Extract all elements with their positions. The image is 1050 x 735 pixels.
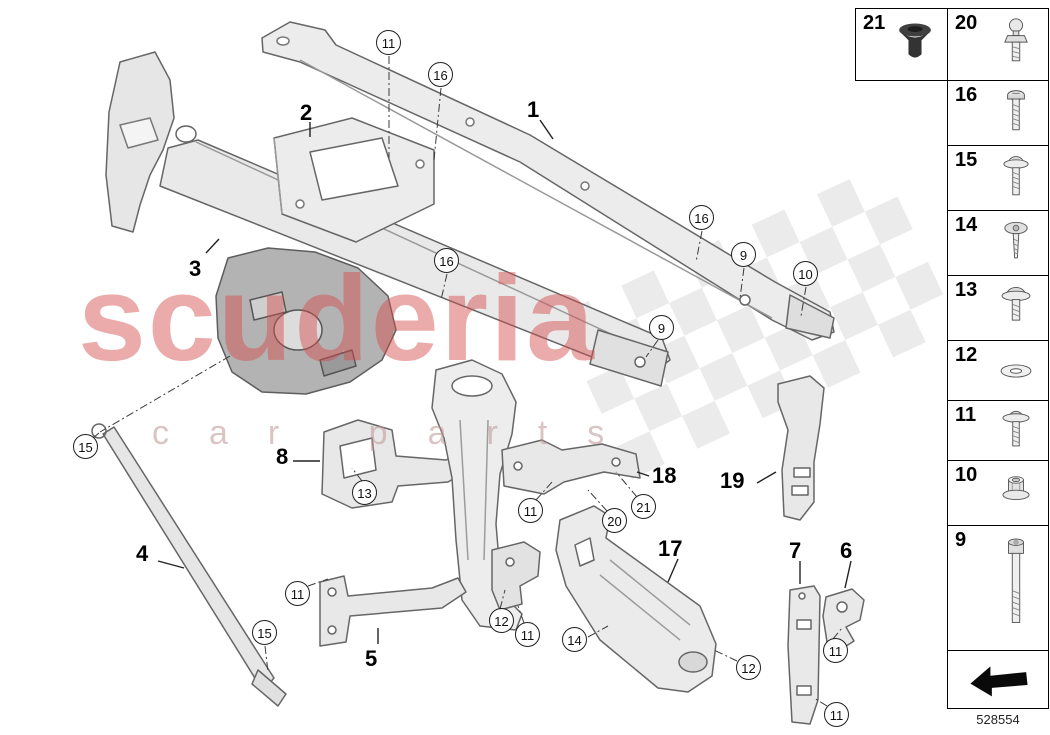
legend-item-12[interactable]: 12 [947,340,1049,401]
legend-item-11[interactable]: 11 [947,400,1049,461]
dome-screw-washer-icon [1001,287,1031,321]
part-label-3[interactable]: 3 [189,256,202,281]
part-label-18[interactable]: 18 [652,463,677,488]
legend-number: 21 [863,12,886,34]
fastener-callout-13[interactable]: 13 [352,480,377,505]
legend-item-10[interactable]: 10 [947,460,1049,526]
legend-number: 9 [955,529,967,551]
fastener-callout-11[interactable]: 11 [824,702,849,727]
legend-number: 11 [955,404,977,426]
legend-number: 14 [955,214,978,236]
fastener-callout-21[interactable]: 21 [631,494,656,519]
fastener-callout-11[interactable]: 11 [376,30,401,55]
legend-number: 15 [955,149,978,171]
watermark-title: scuderia [78,250,596,386]
fastener-callout-9[interactable]: 9 [731,242,756,267]
screw-icon [1007,90,1025,131]
diagram-part-number: 528554 [976,712,1020,727]
part-label-1[interactable]: 1 [527,97,540,122]
fastener-callout-15[interactable]: 15 [73,434,98,459]
flange-nut-icon [1002,476,1030,500]
legend-item-14[interactable]: 14 [947,210,1049,276]
part-label-2[interactable]: 2 [300,100,313,125]
legend-item-13[interactable]: 13 [947,275,1049,341]
fastener-callout-20[interactable]: 20 [602,508,627,533]
part-label-8[interactable]: 8 [276,444,289,469]
fastener-callout-9[interactable]: 9 [649,315,674,340]
fastener-callout-11[interactable]: 11 [285,581,310,606]
fastener-callout-12[interactable]: 12 [736,655,761,680]
part-label-5[interactable]: 5 [365,646,378,671]
part-label-19[interactable]: 19 [720,468,745,493]
direction-arrow-cell[interactable] [947,650,1049,709]
ball-pin-icon [1004,18,1028,62]
fastener-callout-10[interactable]: 10 [793,261,818,286]
legend-number: 16 [955,84,978,106]
legend-item-9[interactable]: 9 [947,525,1049,651]
socket-bolt-icon [1008,538,1024,623]
parts-drawings [91,21,865,725]
watermark-subtitle: car parts [152,414,645,452]
fastener-callout-14[interactable]: 14 [562,627,587,652]
part-label-4[interactable]: 4 [136,541,149,566]
fastener-callout-16[interactable]: 16 [434,248,459,273]
grommet-icon [899,23,931,58]
fastener-callout-11[interactable]: 11 [518,498,543,523]
part-label-17[interactable]: 17 [658,536,683,561]
label-ticks [157,119,852,644]
direction-arrow-icon [970,666,1028,697]
fastener-callout-16[interactable]: 16 [428,62,453,87]
fastener-callout-15[interactable]: 15 [252,620,277,645]
legend-number: 13 [955,279,978,301]
leader-lines [92,56,843,707]
part-label-6[interactable]: 6 [840,538,853,563]
torx-screw-icon [1004,222,1028,259]
legend-item-21[interactable]: 21 [855,8,948,81]
fastener-callout-11[interactable]: 11 [823,638,848,663]
washer-icon [1000,364,1032,378]
legend-number: 12 [955,344,978,366]
screw-washer-icon [1003,156,1029,196]
fastener-callout-11[interactable]: 11 [515,622,540,647]
fastener-callout-16[interactable]: 16 [689,205,714,230]
fastener-callout-12[interactable]: 12 [489,608,514,633]
legend-number: 20 [955,12,978,34]
legend-item-16[interactable]: 16 [947,80,1049,146]
legend-item-15[interactable]: 15 [947,145,1049,211]
screw-large-washer-icon [1002,410,1030,447]
part-label-7[interactable]: 7 [789,538,802,563]
legend-item-20[interactable]: 20 [947,8,1049,81]
legend-number: 10 [955,464,978,486]
